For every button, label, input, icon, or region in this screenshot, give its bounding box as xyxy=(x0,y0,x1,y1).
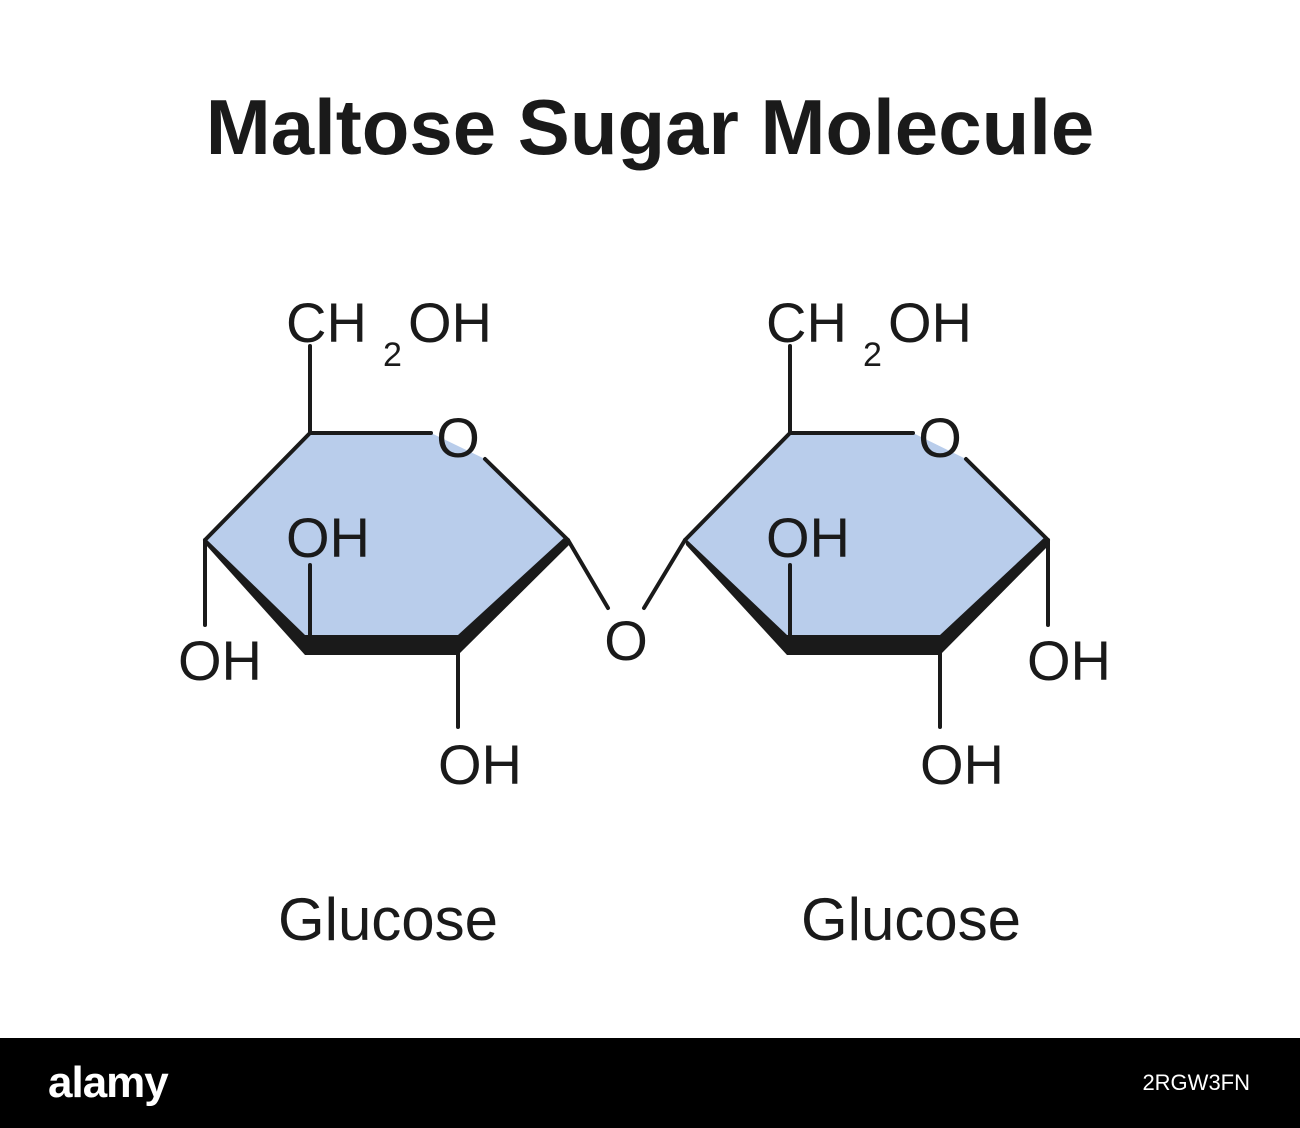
left-bond-c4-c5 xyxy=(203,431,312,542)
diagram-title: Maltose Sugar Molecule xyxy=(205,83,1095,171)
left-c4-oh: OH xyxy=(178,629,262,692)
right-glucose-ring xyxy=(642,344,1050,729)
left-bond-o-c1 xyxy=(483,457,570,542)
left-wedge-c3-c2 xyxy=(305,635,458,655)
left-caption-glucose: Glucose xyxy=(278,886,498,953)
bond-c1-bridge-o xyxy=(566,538,610,610)
alamy-logo: alamy xyxy=(48,1058,169,1107)
right-caption-glucose: Glucose xyxy=(801,886,1021,953)
right-ch2-oh-label: OH xyxy=(888,291,972,354)
right-wedge-c4-c3 xyxy=(685,538,787,655)
left-glucose-ring xyxy=(203,344,610,729)
right-wedge-c2-c1 xyxy=(940,536,1049,655)
left-wedge-c4-c3 xyxy=(205,538,305,655)
left-c2-oh: OH xyxy=(438,733,522,796)
image-code: 2RGW3FN xyxy=(1142,1070,1250,1095)
molecule-structure: CH 2 OH O OH OH OH O CH 2 OH O OH OH OH … xyxy=(178,291,1111,953)
left-ch2-label: CH xyxy=(286,291,367,354)
left-ch2-oh-label: OH xyxy=(408,291,492,354)
right-inner-oh: OH xyxy=(766,506,850,569)
left-ring-oxygen: O xyxy=(436,406,480,469)
left-inner-oh: OH xyxy=(286,506,370,569)
left-subscript-2: 2 xyxy=(383,336,402,374)
glycosidic-oxygen: O xyxy=(604,609,648,672)
watermark-footer: alamy 2RGW3FN xyxy=(0,1038,1300,1128)
right-subscript-2: 2 xyxy=(863,336,882,374)
right-ring-oxygen: O xyxy=(918,406,962,469)
right-c2-oh: OH xyxy=(920,733,1004,796)
bond-bridge-o-c4 xyxy=(642,538,687,610)
right-c1-oh: OH xyxy=(1027,629,1111,692)
maltose-diagram: Maltose Sugar Molecule xyxy=(178,83,1111,953)
right-bond-c4-c5 xyxy=(683,431,792,542)
right-bond-o-c1 xyxy=(964,457,1050,542)
left-ring-fill xyxy=(205,433,568,644)
right-ch2-label: CH xyxy=(766,291,847,354)
left-wedge-c2-c1 xyxy=(458,536,569,655)
right-wedge-c3-c2 xyxy=(787,635,940,655)
right-ring-fill xyxy=(685,433,1048,644)
